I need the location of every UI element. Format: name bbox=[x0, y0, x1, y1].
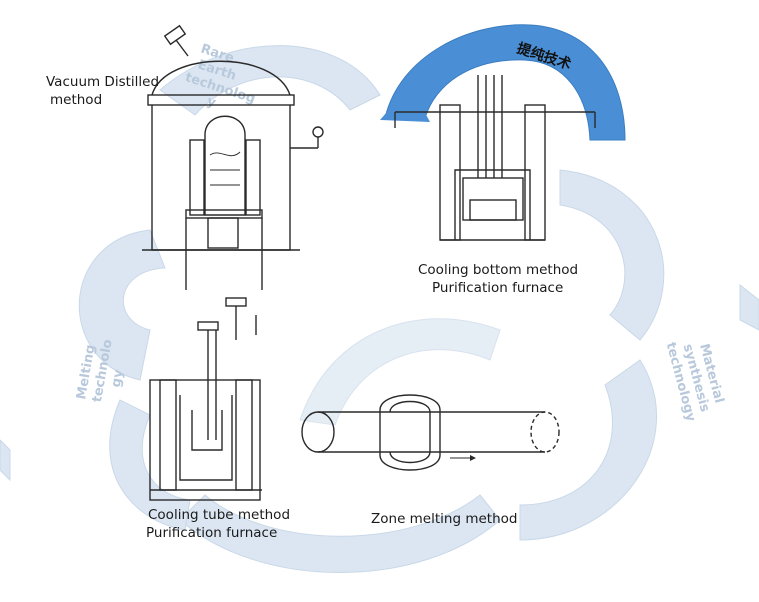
label-vacuum-distilled-line-2: method bbox=[50, 92, 103, 108]
zone-melting-apparatus bbox=[301, 394, 560, 471]
cooling-bottom-furnace bbox=[394, 75, 596, 241]
label-cooling-tube-line-1: Cooling tube method bbox=[148, 507, 291, 523]
label-cooling-bottom-line-2: Purification furnace bbox=[432, 280, 564, 296]
label-cooling-bottom-line-1: Cooling bottom method bbox=[418, 262, 579, 278]
watermark-material: Material synthesis technology bbox=[663, 341, 727, 424]
background-cycle-arrows bbox=[0, 45, 759, 573]
label-cooling-tube-line-2: Purification furnace bbox=[146, 525, 278, 541]
vacuum-distillation-apparatus bbox=[142, 24, 324, 290]
label-vacuum-distilled-line-1: Vacuum Distilled bbox=[46, 74, 160, 90]
label-zone-melting: Zone melting method bbox=[371, 511, 518, 527]
cooling-tube-furnace bbox=[149, 297, 262, 501]
wm-melting-line-3: gy bbox=[109, 368, 127, 389]
